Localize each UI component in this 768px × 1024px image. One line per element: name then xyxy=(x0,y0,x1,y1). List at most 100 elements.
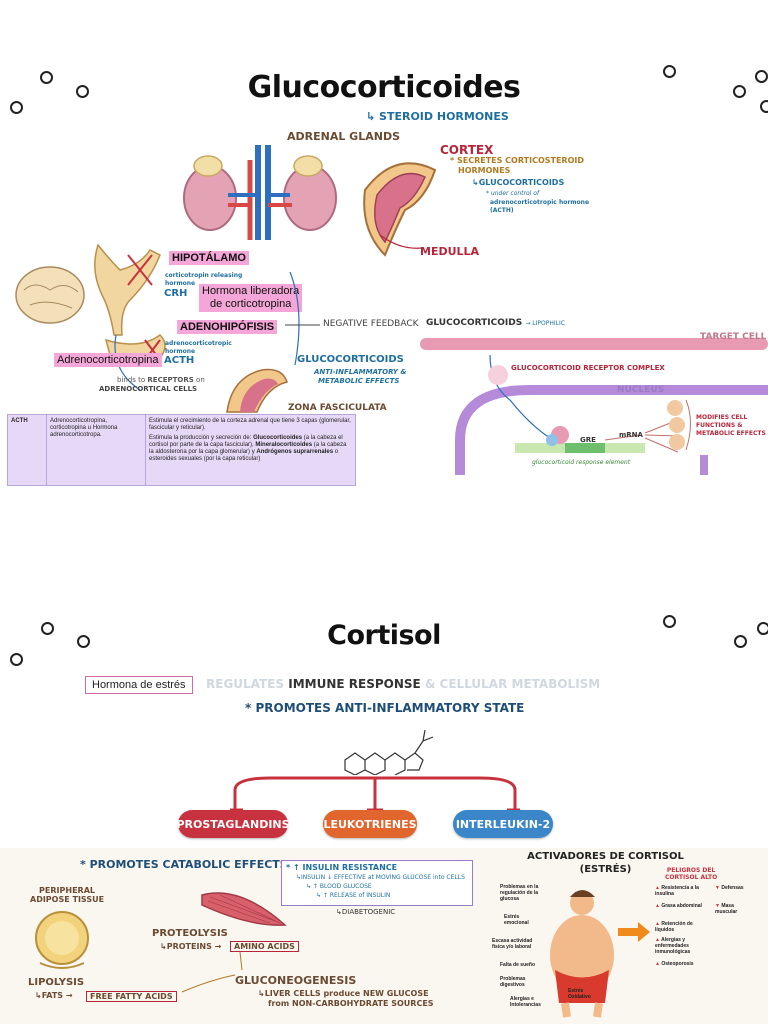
regulates-text: REGULATES xyxy=(206,677,285,691)
diabetogenic: ↳DIABETOGENIC xyxy=(336,908,396,916)
cortisol-title: Cortisol xyxy=(327,620,441,651)
slide-glucocorticoides: Glucocorticoides ↳ STEROID HORMONES ADRE… xyxy=(0,0,768,500)
promotes-anti-line: * PROMOTES ANTI-INFLAMMATORY STATE xyxy=(245,701,525,715)
circle-decoration xyxy=(10,653,23,666)
proteolysis-label: PROTEOLYSIS xyxy=(152,928,228,939)
insulin-resistance-text: INSULIN RESISTANCE xyxy=(302,863,398,872)
gluconeogenesis-label: GLUCONEOGENESIS xyxy=(235,974,357,987)
acth-table-functions: Estimula el crecimiento de la corteza ad… xyxy=(146,415,355,485)
cellular-metabolism-text: & CELLULAR METABOLISM xyxy=(424,677,601,691)
target-cell-illustration xyxy=(420,338,768,475)
under-control-text: * under control of xyxy=(486,190,540,197)
on-value: on xyxy=(196,376,205,384)
activador-item: Estrés Oxidativo xyxy=(568,988,591,1000)
promotes-catabolic-text: PROMOTES CATABOLIC EFFECTS xyxy=(89,858,288,871)
brain-illustration xyxy=(15,243,166,391)
crh-full: corticotropin releasing xyxy=(165,272,243,279)
peligro-text: Osteoporosis xyxy=(661,961,694,967)
activador-item: Escasa actividad física y/o laboral xyxy=(492,938,533,950)
gre-label: GRE xyxy=(580,436,596,444)
promotes-anti-text: PROMOTES ANTI-INFLAMMATORY STATE xyxy=(255,701,525,715)
cortex-note: * SECRETES CORTICOSTEROID xyxy=(450,156,584,165)
peligro-text: Alergias y enfermedades inmunológicas xyxy=(655,937,691,955)
receptor-complex-label: GLUCOCORTICOID RECEPTOR COMPLEX xyxy=(511,364,665,372)
circle-decoration xyxy=(76,85,89,98)
peligro-text: Retención de líquidos xyxy=(655,921,693,933)
circle-decoration xyxy=(40,71,53,84)
hormona-liberadora-line2: de corticotropina xyxy=(210,298,292,310)
receptors-value: RECEPTORS xyxy=(147,376,194,384)
peligros-line1: PELIGROS DEL xyxy=(666,867,716,874)
negative-feedback-label: NEGATIVE FEEDBACK xyxy=(323,319,419,329)
proteins-line: ↳PROTEINS → xyxy=(160,942,222,951)
stressed-person-illustration xyxy=(550,890,614,1018)
immune-response-text: IMMUNE RESPONSE xyxy=(288,677,421,691)
liver-line1: ↳LIVER CELLS produce NEW GLUCOSE xyxy=(258,989,429,998)
nucleus-label: NUCLEUS xyxy=(617,385,665,395)
adrenocorticotropina-label: Adrenocorticotropina xyxy=(54,353,162,367)
acth-abbr-text: (ACTH) xyxy=(490,207,514,214)
peligro-item: ▲ Osteoporosis xyxy=(655,961,694,967)
subtitle: ↳ STEROID HORMONES xyxy=(366,110,509,123)
peligros-line2: CORTISOL ALTO xyxy=(665,874,718,881)
medulla-arrow xyxy=(380,234,423,249)
modifies-line3: METABOLIC EFFECTS xyxy=(696,430,766,437)
circle-decoration xyxy=(733,85,746,98)
peligro-item: ▲ Grasa abdominal xyxy=(655,903,702,909)
insulin-line2: ↳INSULIN ↓ EFFECTIVE at MOVING GLUCOSE i… xyxy=(296,874,465,881)
insulin-line2-b: EFFECTIVE at MOVING GLUCOSE into CELLS xyxy=(333,874,465,881)
acth-table-function-1: Estimula el crecimiento de la corteza ad… xyxy=(149,418,351,431)
lipophilic-text: LIPOPHILIC xyxy=(532,320,565,327)
modifies-line1: MODIFIES CELL xyxy=(696,414,748,421)
binds-to-text: binds to RECEPTORS on xyxy=(117,376,205,384)
binds-to-value: binds to xyxy=(117,376,146,384)
fats-text: FATS xyxy=(41,991,64,1000)
insulin-resistance: * ↑ INSULIN RESISTANCE xyxy=(286,863,398,872)
circle-decoration xyxy=(734,635,747,648)
acth-table-header: ACTH xyxy=(8,415,47,485)
liver-line1-text: LIVER CELLS produce NEW GLUCOSE xyxy=(264,989,429,998)
acth-full-text: adrenocorticotropic hormone xyxy=(490,199,590,206)
peripheral-adipose-label: PERIPHERAL ADIPOSE TISSUE xyxy=(30,886,104,904)
peligro-item: ▲ Alergias y enfermedades inmunológicas xyxy=(655,937,691,955)
gluco-right-text: GLUCOCORTICOIDS xyxy=(426,318,523,328)
circle-decoration xyxy=(77,635,90,648)
peligro-item: ▲ Resistencia a la insulina xyxy=(655,885,699,897)
leukotrienes-pill: LEUKOTRIENES xyxy=(323,810,417,838)
table-gluco: Glucocorticoides xyxy=(253,435,303,441)
amino-acids-box: AMINO ACIDS xyxy=(230,941,299,952)
interleukin-pill: INTERLEUKIN-2 xyxy=(453,810,553,838)
mrna-label: mRNA xyxy=(619,431,643,439)
metabolic-text: METABOLIC EFFECTS xyxy=(318,377,400,385)
acth-label: ACTH xyxy=(164,355,195,366)
gluconeo-arrows xyxy=(181,951,243,993)
table-end: o esteroides sexuales (por la capa retic… xyxy=(149,449,339,462)
kidneys-illustration xyxy=(183,145,337,240)
slide-cortisol: Cortisol Hormona de estrés REGULATES IMM… xyxy=(0,580,768,1024)
crh-hormone: hormone xyxy=(165,280,196,287)
activador-item: Estrés emocional xyxy=(504,914,529,926)
subtitle-text: STEROID HORMONES xyxy=(379,110,509,123)
hipotalamo-label: HIPOTÁLAMO xyxy=(169,251,249,265)
peligro-text: Defensas xyxy=(721,885,744,891)
inhibition-connectors xyxy=(230,776,520,812)
page-title: Glucocorticoides xyxy=(247,70,521,105)
glucocorticoids-top-text: GLUCOCORTICOIDS xyxy=(478,178,565,187)
hormona-liberadora-line1: Hormona liberadora xyxy=(202,285,300,297)
activador-item: Alergias e Intolerancias xyxy=(510,996,541,1008)
adrenocortical-text: ADRENOCORTICAL CELLS xyxy=(99,385,198,393)
table-pre: Estimula la producción y secreción de: xyxy=(149,435,254,441)
peligro-text: Masa muscular xyxy=(715,903,738,915)
adrenal-cross-section xyxy=(363,162,437,257)
liver-line2: from NON-CARBOHYDRATE SOURCES xyxy=(268,999,434,1008)
hormona-liberadora-label: Hormona liberadora de corticotropina xyxy=(199,284,303,312)
promotes-catabolic-line: * PROMOTES CATABOLIC EFFECTS xyxy=(80,858,288,871)
blood-glucose: ↳ ↑ BLOOD GLUCOSE xyxy=(306,883,372,890)
target-cell-label: TARGET CELL xyxy=(700,332,767,342)
adipose-illustration xyxy=(35,911,89,969)
release-insulin-text: RELEASE of INSULIN xyxy=(329,892,391,899)
orange-arrow-icon xyxy=(618,922,650,942)
activadores-line1: ACTIVADORES DE CORTISOL xyxy=(527,851,684,862)
glucocorticoids-mid: GLUCOCORTICOIDS xyxy=(297,354,404,365)
peligros-title: PELIGROS DEL CORTISOL ALTO xyxy=(665,867,717,881)
